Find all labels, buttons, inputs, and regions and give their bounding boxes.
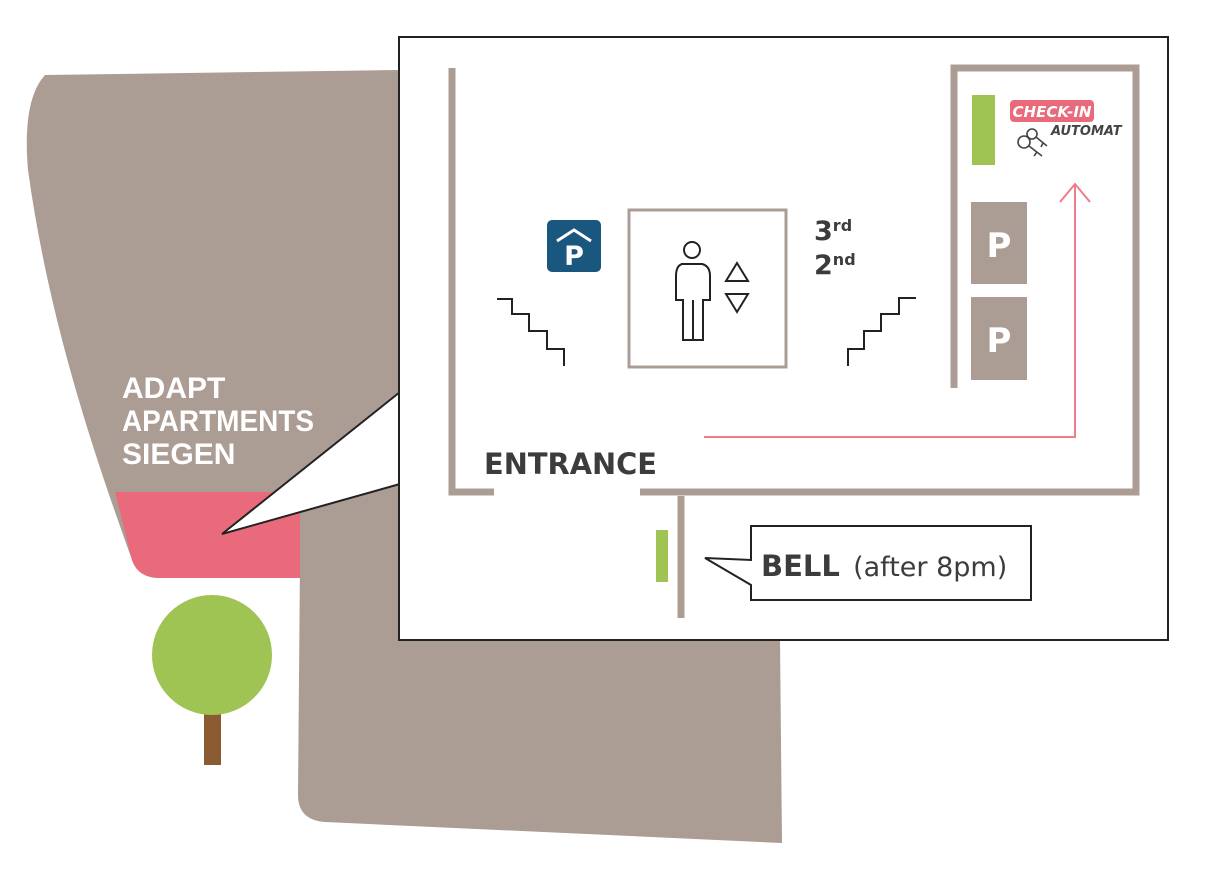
bell-marker (656, 530, 668, 582)
elevator-up-icon (724, 261, 750, 282)
parking-spot-2-label: P (987, 321, 1012, 361)
keys-icon (1017, 128, 1048, 157)
checkin-badge: CHECK-IN (1010, 100, 1094, 122)
elevator-box (627, 208, 788, 369)
bell-label-note: (after 8pm) (853, 552, 1007, 583)
tree-icon (152, 595, 272, 765)
floor-2-number: 2 (814, 250, 833, 281)
floorplan-walls (448, 64, 1140, 618)
bell-label-strong: BELL (761, 549, 840, 583)
automat-label: AUTOMAT (1050, 124, 1123, 139)
parking-spot-1-label: P (987, 226, 1012, 266)
building-name-line-1: ADAPT (122, 372, 225, 405)
bell-callout (704, 525, 1032, 601)
floor-label-3rd: 3rd (814, 216, 852, 247)
route-arrow-icon (704, 182, 1091, 438)
elevator-person-icon (675, 241, 711, 341)
parking-garage-letter: P (564, 241, 584, 272)
floor-label-2nd: 2nd (814, 250, 856, 281)
checkin-label: CHECK-IN (1013, 103, 1092, 121)
building-left-block (26, 70, 401, 578)
elevator-down-icon (724, 293, 750, 314)
floor-2-suffix: nd (833, 250, 856, 269)
checkin-automat-marker (972, 95, 995, 165)
stairs-icon (847, 297, 916, 366)
building-name: ADAPT APARTMENTS SIEGEN (122, 372, 322, 471)
parking-spot-1: P (971, 202, 1027, 284)
entrance-label: ENTRANCE (484, 447, 657, 481)
stairs-icon (497, 298, 565, 366)
bell-label: BELL (after 8pm) (761, 549, 1007, 583)
building-name-line-2: APARTMENTS (122, 405, 314, 438)
building-name-line-3: SIEGEN (122, 438, 235, 471)
floor-3-number: 3 (814, 216, 833, 247)
floor-3-suffix: rd (833, 216, 852, 235)
parking-garage-icon: P (547, 220, 601, 272)
parking-spot-2: P (971, 297, 1027, 380)
